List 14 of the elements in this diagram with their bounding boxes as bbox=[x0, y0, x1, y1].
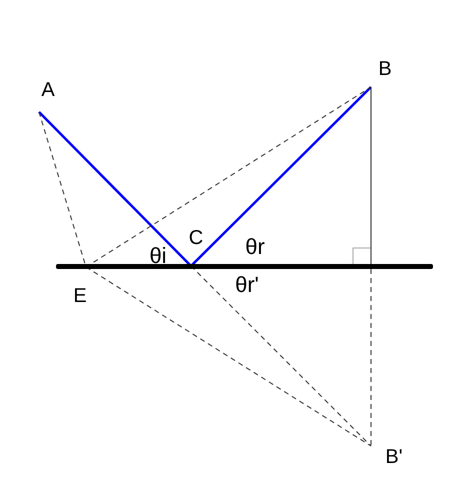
light-ray bbox=[38, 111, 192, 267]
normal-line bbox=[370, 86, 372, 264]
construction-line bbox=[370, 268, 372, 446]
construction-line bbox=[86, 266, 372, 446]
angle-label: θr bbox=[245, 235, 265, 259]
point-label: A bbox=[41, 79, 55, 101]
mirror-line bbox=[56, 264, 433, 269]
light-ray bbox=[190, 86, 372, 267]
angle-label: θr' bbox=[235, 273, 259, 297]
point-label: C bbox=[188, 227, 204, 249]
point-label: B' bbox=[385, 446, 403, 468]
angle-label: θi bbox=[149, 244, 167, 268]
point-label: B bbox=[378, 58, 392, 80]
point-label: E bbox=[73, 285, 87, 307]
